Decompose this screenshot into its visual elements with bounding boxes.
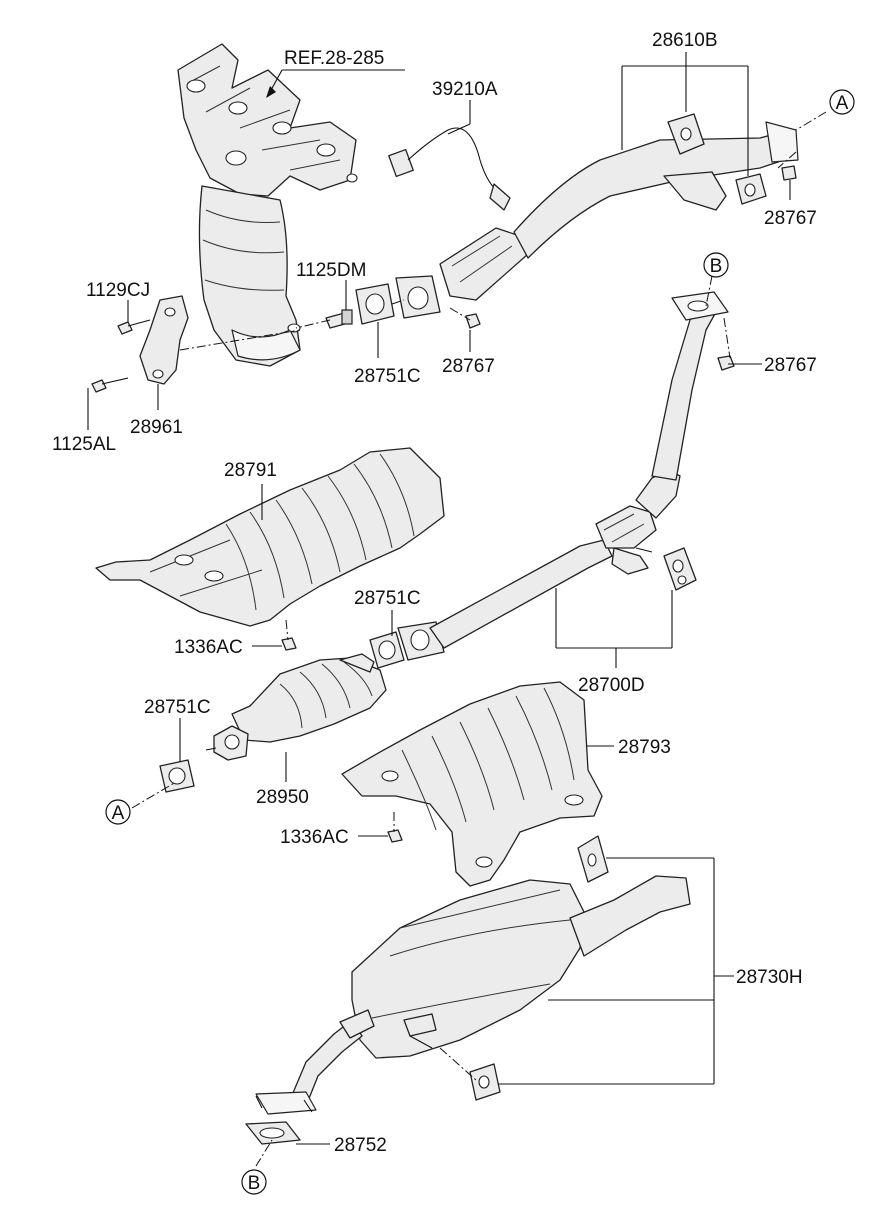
svg-text:A: A	[112, 803, 125, 824]
hanger-muffler-lower	[469, 1063, 501, 1101]
label-28700d: 28700D	[578, 675, 645, 696]
label-28950: 28950	[256, 787, 309, 808]
bolt-1125al	[91, 377, 129, 393]
line-bolt-bracket	[295, 319, 331, 329]
connector-line-a-top	[777, 111, 827, 169]
label-28767-top: 28767	[764, 208, 817, 229]
line-28767-upper	[449, 307, 471, 321]
front-pipe	[439, 121, 799, 301]
hanger-muffler-upper	[577, 835, 609, 883]
label-1336ac-lower: 1336AC	[280, 827, 349, 848]
connector-b-top: B	[703, 252, 729, 278]
label-28610b: 28610B	[652, 30, 718, 51]
connector-line-b-top	[705, 275, 731, 359]
label-28767-mid: 28767	[442, 356, 495, 377]
bracket-28961	[139, 295, 189, 385]
label-28767-right: 28767	[764, 355, 817, 376]
label-28751c-upper: 28751C	[354, 366, 421, 387]
label-28793: 28793	[618, 737, 671, 758]
front-pipe-flange	[395, 275, 441, 319]
svg-text:B: B	[248, 1173, 261, 1194]
catalytic-converter	[198, 185, 301, 367]
leader-lines	[87, 52, 791, 1145]
center-pipe-28700d	[397, 291, 729, 661]
label-1125al: 1125AL	[52, 434, 116, 455]
connector-line-b-bottom	[255, 1139, 273, 1167]
gasket-28751c-upper	[355, 283, 395, 325]
line-manifold-bracket	[179, 329, 301, 351]
label-28752: 28752	[334, 1135, 387, 1156]
warm-up-catalyst-28950	[205, 653, 387, 761]
label-39210a: 39210A	[432, 79, 498, 100]
bolt-1125dm	[325, 309, 353, 329]
line-1336-upper	[285, 619, 289, 641]
nut-28767-a	[781, 165, 797, 181]
connector-a-top: A	[829, 89, 855, 115]
connector-b-bottom: B	[241, 1169, 267, 1195]
label-28751c-left: 28751C	[144, 697, 211, 718]
label-28791: 28791	[224, 460, 277, 481]
connector-a-bottom: A	[105, 799, 131, 825]
svg-text:B: B	[710, 256, 723, 277]
label-28961: 28961	[130, 417, 183, 438]
oxygen-sensor	[388, 127, 511, 211]
nut-28767-b	[717, 355, 735, 371]
nut-1336ac-upper	[281, 637, 297, 651]
main-muffler-28730h	[255, 875, 691, 1115]
label-1129cj: 1129CJ	[86, 280, 150, 301]
gasket-28752	[245, 1121, 301, 1145]
bolt-1129cj	[117, 319, 151, 335]
heat-shield-28793	[341, 681, 603, 887]
line-hanger-muffler	[439, 1047, 477, 1081]
hanger-center	[663, 547, 697, 591]
label-1336ac-upper: 1336AC	[174, 637, 243, 658]
nut-28767-upper	[465, 313, 481, 329]
connector-line-a-bottom	[131, 781, 177, 809]
gasket-28751c-left	[159, 759, 195, 793]
nut-1336ac-lower	[387, 829, 403, 843]
line-gasket-flange	[391, 299, 405, 305]
svg-text:A: A	[836, 93, 849, 114]
gasket-28751c-mid	[369, 631, 405, 669]
label-28730h: 28730H	[736, 967, 803, 988]
exhaust-manifold	[177, 43, 358, 197]
label-28751c-mid: 28751C	[354, 588, 421, 609]
heat-shield-28791	[95, 447, 445, 627]
label-1125dm: 1125DM	[296, 260, 366, 281]
label-ref: REF.28-285	[284, 48, 384, 69]
hanger-28610b	[667, 113, 767, 205]
